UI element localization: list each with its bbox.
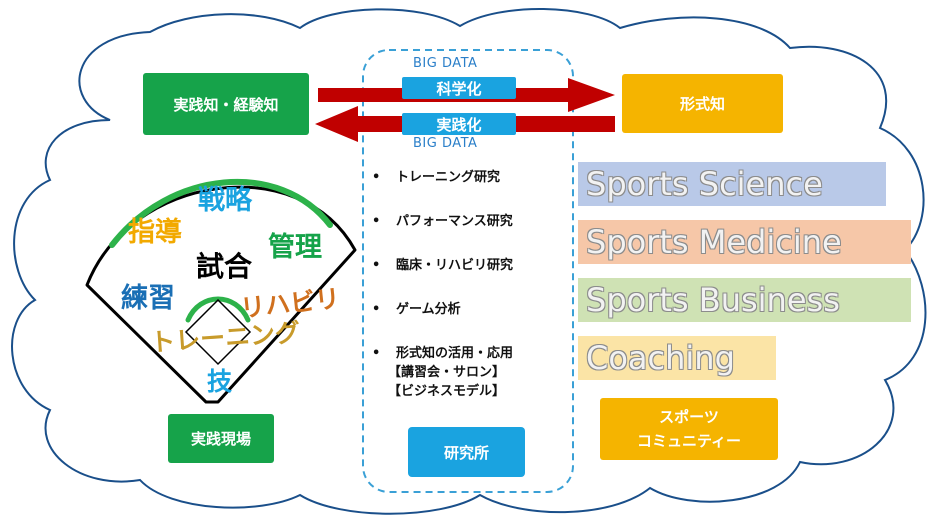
list-subitem: 【講習会・サロン】 — [388, 365, 506, 380]
field-word-management: 管理 — [268, 232, 322, 263]
domain-band-sports-medicine: Sports Medicine — [578, 220, 911, 264]
list-item: •臨床・リハビリ研究 — [372, 258, 514, 273]
bullet-icon: • — [372, 302, 381, 317]
research-dashed-frame — [362, 49, 574, 493]
domain-band-coaching: Coaching — [578, 336, 776, 380]
list-item: •パフォーマンス研究 — [372, 214, 513, 229]
cloud-outline — [11, 8, 927, 515]
bigdata-label-bottom: BIG DATA — [413, 136, 478, 151]
sports-community-box: スポーツ コミュニティー — [600, 398, 778, 460]
bullet-icon: • — [372, 170, 381, 185]
practical-knowledge-box: 実践知・経験知 — [143, 73, 309, 135]
infield-diamond — [184, 298, 252, 366]
research-institute-box: 研究所 — [408, 427, 525, 477]
field-word-skill: 技 — [207, 367, 233, 396]
outfield-arc — [109, 179, 333, 248]
field-word-strategy: 戦略 — [198, 185, 252, 216]
bullet-icon: • — [372, 214, 381, 229]
list-item: •ゲーム分析 — [372, 302, 461, 317]
domain-band-sports-business: Sports Business — [578, 278, 911, 322]
community-line-1: スポーツ — [659, 408, 719, 426]
research-list: •トレーニング研究 •パフォーマンス研究 •臨床・リハビリ研究 •ゲーム分析 •… — [372, 168, 572, 426]
practice-label: 実践化 — [402, 113, 516, 135]
science-label: 科学化 — [402, 77, 516, 99]
community-line-2: コミュニティー — [636, 432, 742, 450]
list-subitem: 【ビジネスモデル】 — [388, 384, 506, 399]
bullet-icon: • — [372, 346, 381, 361]
domain-band-sports-science: Sports Science — [578, 162, 886, 206]
field-word-coaching: 指導 — [128, 217, 182, 248]
practice-field-box: 実践現場 — [168, 414, 274, 463]
bigdata-label-top: BIG DATA — [413, 56, 478, 71]
bullet-icon: • — [372, 258, 381, 273]
field-word-game: 試合 — [196, 250, 253, 283]
formal-knowledge-box: 形式知 — [622, 74, 783, 133]
list-item: •形式知の活用・応用 【講習会・サロン】 【ビジネスモデル】 — [372, 344, 572, 401]
list-item: •トレーニング研究 — [372, 170, 501, 185]
field-word-practice: 練習 — [121, 283, 175, 314]
